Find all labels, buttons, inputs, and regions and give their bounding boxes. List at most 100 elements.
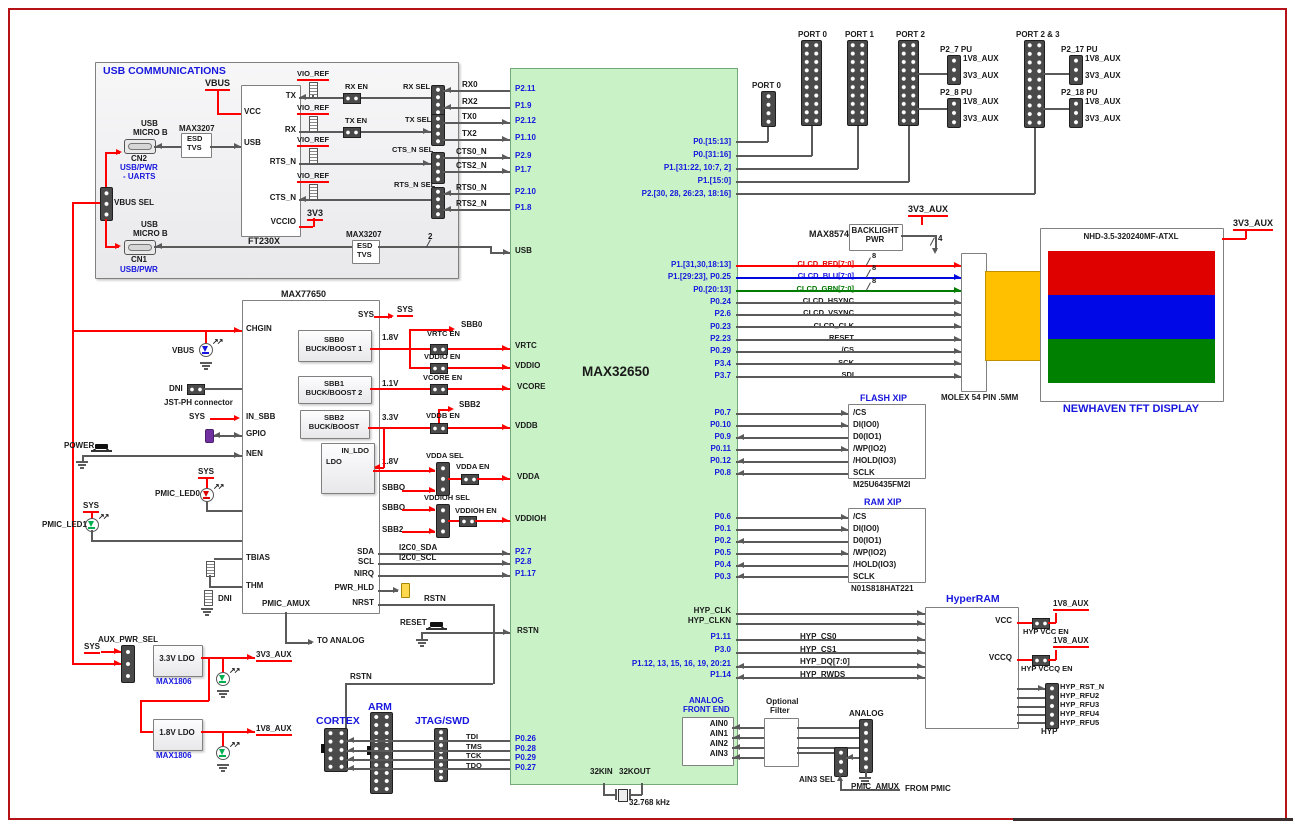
w [105, 152, 107, 187]
chip-jtag-pins-label: P0.28 [515, 743, 536, 753]
ar [429, 467, 435, 473]
w [140, 700, 142, 732]
al [738, 538, 744, 544]
l: P1.8 [515, 203, 532, 212]
ar [954, 299, 960, 305]
hyp-wire-labels-label: HYP_CS0 [800, 632, 837, 641]
l: GPIO [246, 429, 267, 438]
l: NRST [352, 598, 374, 607]
chip-flash-pins-label: P0.11 [710, 444, 731, 453]
inldo-box [321, 443, 375, 494]
w [1048, 622, 1056, 624]
w [1245, 230, 1247, 239]
usb-connector-cn1 [124, 240, 156, 255]
l: P2.8 [515, 557, 532, 566]
ground-symbol [201, 608, 213, 616]
l: DNI [218, 594, 232, 603]
l: FROM PMIC [905, 784, 951, 793]
l: SBB0 [323, 335, 344, 344]
hyp-header [1045, 683, 1059, 729]
w [299, 226, 313, 228]
l: IN_LDO [341, 446, 369, 455]
l: FRONT END [683, 705, 730, 714]
l: 8 [872, 263, 877, 272]
chip-clcd-pins-label: P0.24 [710, 297, 731, 307]
l: 3V3_AUX [963, 71, 999, 80]
w [222, 731, 224, 747]
rays: ↗↗ [213, 482, 224, 491]
al [738, 434, 744, 440]
w [1055, 613, 1057, 623]
w [475, 520, 510, 522]
l: VCORE [517, 382, 546, 391]
3v3-net-label: 3V3 [307, 208, 324, 222]
w [736, 363, 961, 365]
l: PMIC_LED1 [42, 520, 87, 529]
cts-sel-header [431, 152, 445, 184]
ram-part: N01S818HAT221 [851, 584, 914, 593]
ar [502, 385, 508, 391]
w [1017, 714, 1045, 716]
w [205, 330, 207, 344]
w [736, 449, 848, 451]
w [409, 348, 411, 368]
page-border [8, 8, 1287, 820]
al [734, 744, 740, 750]
l: 8 [872, 276, 877, 285]
max32650-chip [510, 68, 738, 785]
clcd-signal-labels-label: SDI [841, 370, 854, 380]
ain3-sel-header [834, 747, 848, 777]
ar [502, 424, 508, 430]
clcd-signal-labels-label: CLCD_RED[7:0] [797, 259, 854, 268]
flex-cable [985, 271, 1042, 361]
ar [448, 406, 454, 412]
w [490, 246, 492, 253]
l: P2.10 [515, 187, 536, 196]
l: USB [515, 246, 532, 255]
w [908, 124, 910, 182]
al [445, 190, 451, 196]
l: RTS2_N [456, 199, 487, 208]
w [448, 520, 460, 522]
cortex-label: CORTEX [316, 715, 360, 727]
l: I2C0_SCL [399, 553, 437, 562]
l: - UARTS [123, 172, 156, 181]
ft-tx-pin: TX [285, 91, 296, 100]
vbus-sel-label: VBUS SEL [114, 198, 155, 207]
w [641, 783, 643, 795]
w [736, 155, 812, 157]
pmic-led0 [200, 488, 214, 502]
l: VIO_REF [297, 172, 330, 183]
l: USB/PWR [120, 163, 158, 172]
chip-clcd-pins-label: P3.7 [714, 371, 731, 381]
usb-connector-cn2 [124, 139, 156, 154]
w [615, 789, 617, 800]
l: VDDIOH EN [455, 506, 497, 515]
al [214, 432, 220, 438]
l: HYP_CLKN [687, 616, 731, 625]
l: PMIC_AMUX [262, 599, 311, 608]
w [217, 90, 219, 115]
afe-pins-label: AIN3 [709, 749, 728, 758]
ar [247, 728, 253, 734]
ar [502, 168, 508, 174]
w [285, 612, 287, 643]
w [1055, 650, 1057, 660]
w [217, 113, 241, 115]
ground-symbol [859, 777, 871, 785]
ar [1038, 685, 1044, 691]
chip-clcd-pins-label: P1.[31,30,18:13] [670, 260, 731, 269]
w [490, 252, 510, 254]
w [201, 731, 255, 733]
backlight-box [849, 224, 903, 251]
l: VIO_REF [297, 70, 330, 81]
l: BUCK/BOOST [308, 422, 360, 431]
w [1222, 238, 1246, 240]
l: VBUS [172, 346, 195, 355]
l: P2_8 PU [940, 88, 973, 97]
ad [932, 248, 938, 254]
flash-pins-label: /HOLD(IO3) [853, 456, 897, 465]
display-part: NHD-3.5-320240MF-ATXL [1083, 232, 1179, 241]
crystal-32khz [618, 789, 628, 802]
